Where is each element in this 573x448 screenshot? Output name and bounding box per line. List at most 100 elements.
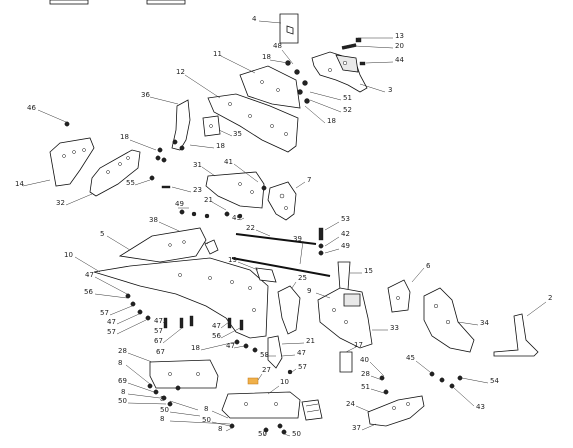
part-label-21: 21 [306,337,315,345]
part-15-link [337,261,362,291]
part-label-47: 47 [297,349,306,357]
part-label-57: 57 [298,363,307,371]
part-39-long-rod [231,240,331,277]
part-label-49: 49 [175,200,184,208]
part-label-47: 47 [226,342,235,350]
part-7-bracket [261,181,306,221]
part-label-9: 9 [307,287,311,295]
part-label-3: 3 [388,86,392,94]
part-36-curved-blade [149,96,191,151]
part-label-56: 56 [84,288,93,296]
part-3-mount-bracket [311,51,386,93]
part-14-moldboard [22,137,95,187]
fasteners-left-column [94,276,151,335]
fasteners-bottom-row [169,400,291,437]
part-label-18: 18 [191,344,200,352]
part-label-49: 49 [341,242,350,250]
part-label-21: 21 [204,196,213,204]
part-label-55: 55 [126,179,135,187]
part-label-23: 23 [193,186,202,194]
part-label-50: 50 [160,406,169,414]
cropped-frame-marks [49,0,186,5]
fasteners-lower-18-47 [200,339,258,353]
part-label-8: 8 [218,425,222,433]
part-label-18: 18 [216,142,225,150]
part-label-57: 57 [154,327,163,335]
part-label-57: 57 [107,328,116,336]
part-label-8: 8 [121,388,125,396]
part-label-51: 51 [361,383,370,391]
part-label-15: 15 [364,267,373,275]
part-label-37: 37 [352,424,361,432]
fasteners-48-18-top [269,49,342,124]
part-label-50: 50 [258,430,267,438]
part-label-4: 4 [252,15,257,23]
part-label-8: 8 [204,405,208,413]
part-label-17: 17 [354,341,363,349]
part-label-18: 18 [120,133,129,141]
part-22-rod [235,229,317,245]
part-25-arm [277,281,301,335]
fasteners-18-mid [129,139,215,163]
part-label-20: 20 [395,42,404,50]
fasteners-left-lower [125,364,181,407]
part-label-43: 43 [476,403,485,411]
part-4-bracket-plate [258,13,299,44]
part-label-13: 13 [395,32,404,40]
part-10-main-beam [74,256,269,339]
part-label-50: 50 [118,397,127,405]
part-label-49: 49 [232,214,241,222]
part-label-48: 48 [273,42,282,50]
part-label-36: 36 [141,91,150,99]
part-label-8: 8 [118,359,122,367]
part-label-41: 41 [224,158,233,166]
part-5-share [106,227,207,263]
part-11-side-plate [220,55,301,109]
fasteners-mid-row [162,315,244,344]
part-label-5: 5 [100,230,104,238]
part-label-10: 10 [280,378,289,386]
part-6-gusset [387,267,425,313]
part-12-long-plate [184,74,299,153]
part-label-35: 35 [233,130,242,138]
part-label-39: 39 [293,235,302,243]
part-label-51: 51 [343,94,352,102]
part-label-34: 34 [480,319,489,327]
part-35-small-plate [202,115,233,137]
part-28-plate [127,352,219,389]
fasteners-23-21-49 [161,185,245,221]
part-21-lower [266,335,305,369]
part-label-69: 69 [118,377,127,385]
part-label-45: 45 [406,354,415,362]
part-label-19: 19 [228,256,237,264]
part-31-shin [201,163,265,209]
part-label-47: 47 [212,322,221,330]
part-label-54: 54 [490,377,499,385]
part-19-pin-bracket [237,261,277,283]
part-label-22: 22 [246,224,255,232]
part-label-47: 47 [85,271,94,279]
part-wear-strip [301,399,323,421]
fasteners-53-42-49 [318,221,340,256]
part-label-2: 2 [548,294,552,302]
part-label-18: 18 [262,53,271,61]
fasteners-45-54-43 [415,360,489,407]
part-label-10: 10 [64,251,73,259]
part-label-33: 33 [390,324,399,332]
part-label-44: 44 [395,56,404,64]
part-label-67: 67 [154,337,163,345]
part-55-bolt [134,175,155,186]
part-label-46: 46 [27,104,36,112]
part-label-58: 58 [260,351,269,359]
part-2-arm [493,301,547,357]
part-9-33-bracket [315,287,388,349]
part-label-42: 42 [341,230,350,238]
bolts-13-20-44 [341,37,394,66]
part-label-38: 38 [149,216,158,224]
part-label-18: 18 [327,117,336,125]
part-label-32: 32 [56,199,65,207]
part-label-57: 57 [100,309,109,317]
part-label-52: 52 [343,106,352,114]
